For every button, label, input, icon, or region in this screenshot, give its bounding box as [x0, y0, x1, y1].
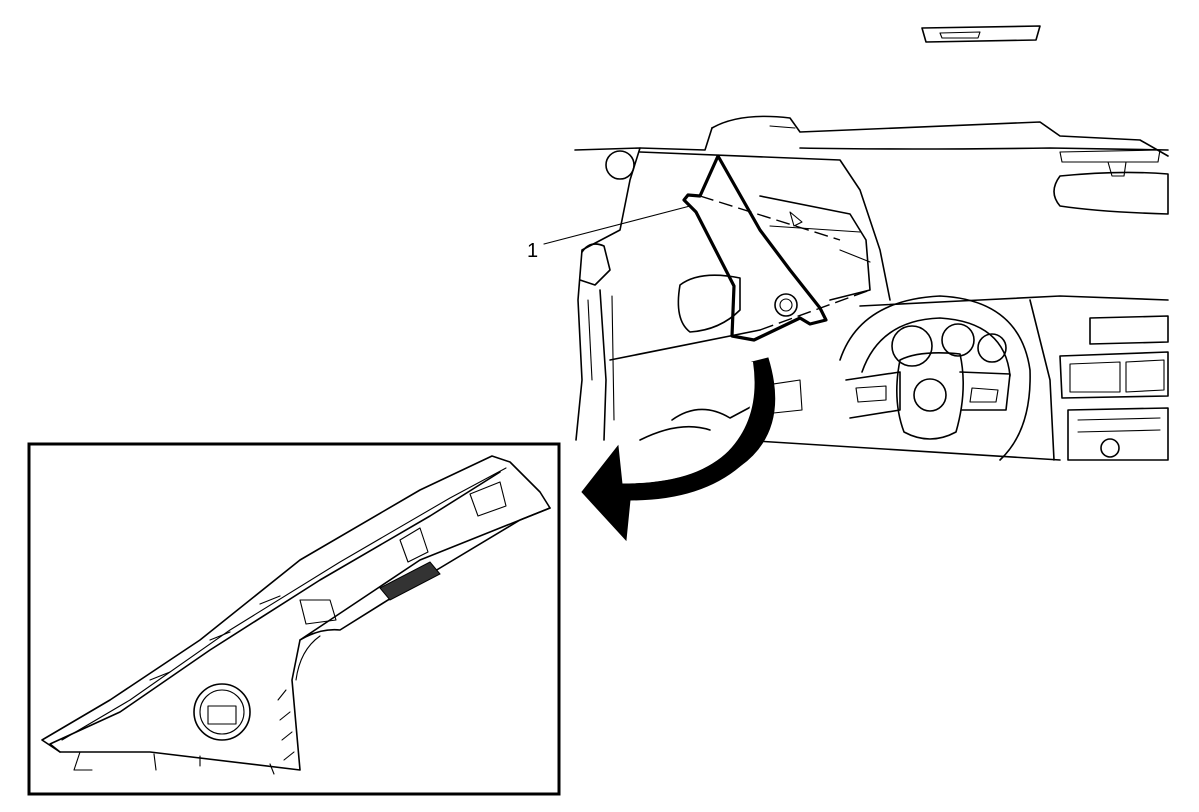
removal-direction-arrow	[581, 357, 776, 542]
door-trim	[609, 274, 761, 441]
rearview-mirror	[1053, 161, 1169, 215]
steering-wheel	[839, 295, 1031, 461]
detail-inset-frame	[27, 442, 561, 796]
a-pillar-body	[574, 147, 641, 441]
a-pillar-trim-detail	[41, 455, 551, 775]
callout-leader-line	[543, 205, 691, 245]
callout-label-1: 1	[527, 240, 539, 262]
a-pillar-trim-panel	[682, 154, 871, 342]
windshield	[639, 151, 891, 301]
instrument-panel	[739, 295, 1169, 461]
roof-header	[639, 115, 1169, 163]
dome-light	[921, 25, 1041, 43]
